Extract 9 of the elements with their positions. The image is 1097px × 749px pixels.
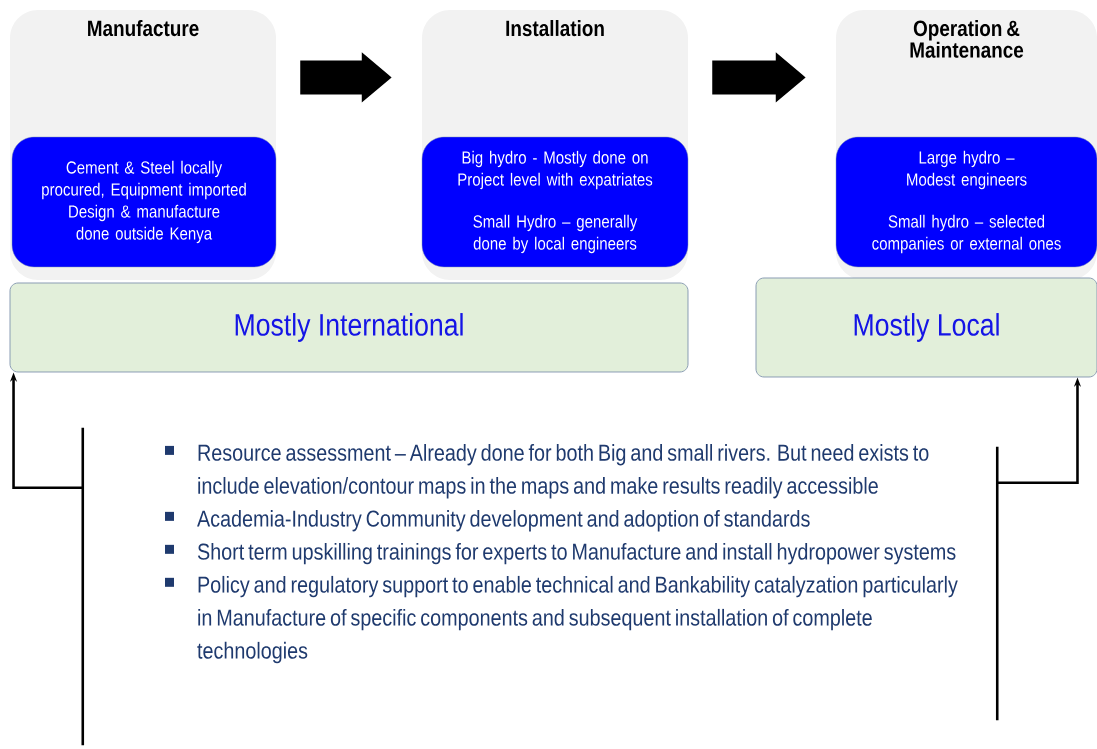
bullet-text: Resource assessment – Already done for both Big and small rivers. But need exists to include elevation/contour maps in the maps and make results readily accessible <box>198 444 929 499</box>
bullet-text: Academia-Industry Community development and adoption of standards <box>197 509 810 532</box>
bullet-text: Short term upskilling trainings for experts to Manufacture and install hydropower systems <box>197 542 956 565</box>
bullet-text: Policy and regulatory support to enable technical and Bankability catalyzation particularly in Manufacture of specific components and subsequent installation of complete technologies <box>197 575 958 664</box>
description-box: Large hydro – Modest engineers Small hydro – selected companies or external ones <box>835 136 1097 268</box>
region-band: Mostly International <box>9 282 689 373</box>
region-band: Mostly Local <box>755 277 1097 378</box>
description-box: Cement & Steel locally procured, Equipment imported Design & manufacture done outside Kenya <box>11 136 277 268</box>
description-box: Big hydro - Mostly done on Project level with expatriates Small Hydro – generally done by local engineers <box>421 136 689 268</box>
